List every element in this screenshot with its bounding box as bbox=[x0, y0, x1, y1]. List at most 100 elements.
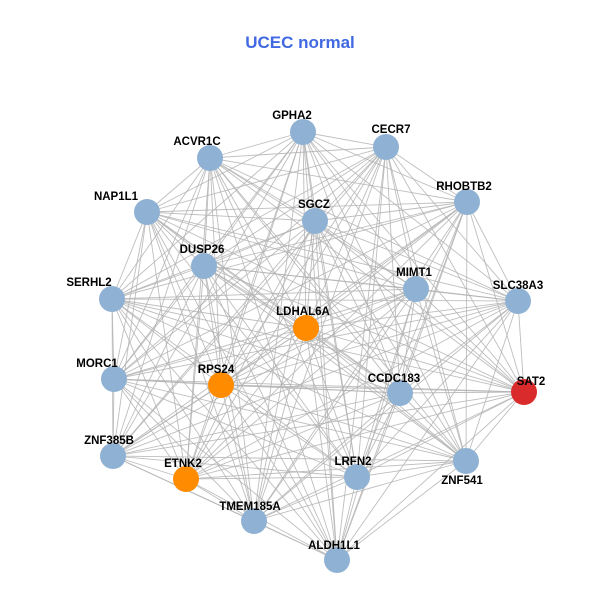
node-lrfn2 bbox=[344, 464, 370, 490]
edge-line bbox=[253, 520, 338, 561]
edge-line bbox=[305, 300, 519, 329]
edge-line bbox=[399, 288, 417, 394]
edge-line bbox=[415, 288, 467, 462]
edge-line bbox=[209, 157, 255, 522]
edge-line bbox=[253, 392, 401, 522]
edge-line bbox=[111, 298, 467, 462]
nodes-layer bbox=[99, 119, 537, 573]
edge-line bbox=[220, 384, 358, 478]
edge-line bbox=[336, 460, 467, 561]
edge-line bbox=[220, 384, 467, 462]
edge-line bbox=[111, 146, 387, 300]
edge-line bbox=[146, 211, 205, 267]
edge-line bbox=[385, 146, 525, 393]
edge-line bbox=[146, 211, 417, 290]
node-sat2 bbox=[511, 379, 537, 405]
edge-line bbox=[112, 392, 401, 457]
node-label-tmem185a: TMEM185A bbox=[219, 501, 280, 513]
node-label-znf385b: ZNF385B bbox=[84, 435, 134, 447]
chart-title: UCEC normal bbox=[245, 33, 355, 52]
edge-line bbox=[185, 391, 525, 480]
edge-line bbox=[112, 455, 358, 478]
edge-line bbox=[399, 300, 519, 394]
edge-line bbox=[465, 391, 525, 462]
edge-line bbox=[517, 300, 525, 393]
edge-line bbox=[112, 157, 211, 457]
edge-line bbox=[203, 265, 222, 386]
edge-line bbox=[112, 391, 525, 457]
edge-line bbox=[399, 392, 467, 462]
edge-line bbox=[305, 327, 358, 478]
node-label-znf541: ZNF541 bbox=[441, 475, 483, 487]
edge-line bbox=[113, 220, 316, 380]
edge-line bbox=[113, 201, 468, 380]
node-label-morc1: MORC1 bbox=[76, 358, 118, 370]
edge-line bbox=[111, 298, 358, 478]
edge-line bbox=[113, 146, 387, 380]
edge-line bbox=[185, 476, 358, 480]
edge-line bbox=[314, 220, 525, 393]
node-cecr7 bbox=[373, 134, 399, 160]
node-dusp26 bbox=[191, 253, 217, 279]
edge-line bbox=[146, 146, 387, 213]
edge-line bbox=[111, 288, 417, 300]
edge-line bbox=[220, 384, 525, 393]
edge-line bbox=[220, 384, 255, 522]
edge-line bbox=[220, 220, 316, 386]
edge-line bbox=[203, 265, 467, 462]
edge-line bbox=[302, 131, 307, 329]
edge-line bbox=[305, 201, 468, 329]
edge-line bbox=[415, 288, 519, 302]
edge-line bbox=[113, 265, 205, 380]
node-label-serhl2: SERHL2 bbox=[66, 277, 111, 289]
edge-line bbox=[336, 146, 387, 561]
edge-line bbox=[336, 391, 525, 561]
edge-line bbox=[185, 478, 255, 522]
edge-line bbox=[305, 327, 525, 393]
node-label-etnk2: ETNK2 bbox=[164, 458, 202, 470]
node-label-dusp26: DUSP26 bbox=[180, 244, 225, 256]
edge-line bbox=[185, 220, 316, 480]
edge-line bbox=[111, 298, 519, 302]
edge-line bbox=[113, 378, 358, 478]
edge-line bbox=[203, 265, 525, 393]
edge-line bbox=[305, 220, 316, 329]
edge-line bbox=[111, 298, 525, 393]
edge-line bbox=[336, 476, 358, 561]
edge-line bbox=[112, 265, 205, 457]
edge-line bbox=[314, 220, 338, 561]
node-label-rhobtb2: RHOBTB2 bbox=[436, 181, 492, 193]
node-label-sat2: SAT2 bbox=[517, 376, 546, 388]
edge-line bbox=[305, 146, 387, 329]
edge-line bbox=[185, 265, 205, 480]
edge-line bbox=[112, 455, 467, 462]
edge-line bbox=[146, 211, 525, 393]
edge-line bbox=[146, 157, 211, 213]
edge-line bbox=[146, 211, 187, 480]
node-rhobtb2 bbox=[454, 189, 480, 215]
edge-line bbox=[209, 131, 304, 159]
edge-line bbox=[112, 201, 468, 457]
edge-line bbox=[465, 201, 468, 462]
node-label-rps24: RPS24 bbox=[198, 364, 235, 376]
edge-line bbox=[314, 220, 401, 394]
edge-line bbox=[185, 392, 401, 480]
edge-line bbox=[113, 378, 187, 480]
edge-line bbox=[146, 201, 468, 213]
edge-line bbox=[253, 460, 467, 522]
edge-line bbox=[220, 201, 468, 386]
node-label-ldhal6a: LDHAL6A bbox=[276, 306, 330, 318]
edge-line bbox=[113, 327, 307, 380]
node-ldhal6a bbox=[293, 315, 319, 341]
edge-line bbox=[113, 300, 519, 380]
edge-line bbox=[314, 146, 387, 222]
edge-line bbox=[113, 378, 255, 522]
edge-line bbox=[146, 211, 222, 386]
edge-line bbox=[305, 327, 467, 462]
edge-line bbox=[209, 157, 316, 222]
node-tmem185a bbox=[241, 508, 267, 534]
edge-line bbox=[111, 211, 148, 300]
edge-line bbox=[253, 391, 525, 522]
node-aldh1l1 bbox=[324, 547, 350, 573]
